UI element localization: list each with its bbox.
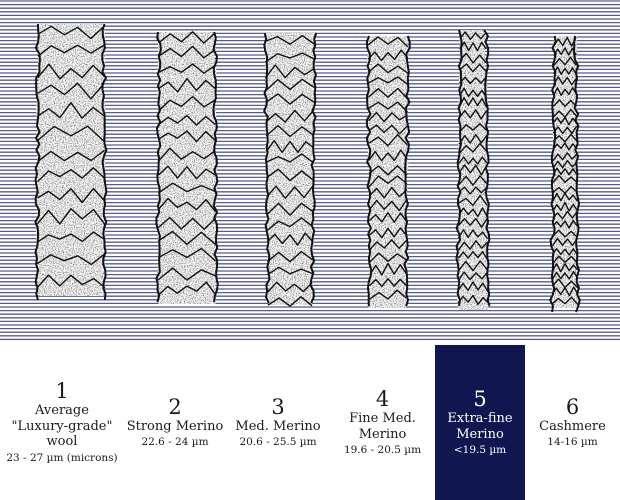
fiber-number: 2 xyxy=(168,394,182,419)
fiber-label: Fine Med. xyxy=(349,411,416,426)
fiber-micron-range: 20.6 - 25.5 µm xyxy=(239,436,317,449)
fiber-strand-3 xyxy=(263,32,318,307)
fiber-micron-range: <19.5 µm xyxy=(453,444,507,456)
fiber-number: 1 xyxy=(55,379,69,404)
fiber-label: Merino xyxy=(456,426,504,442)
fiber-strand-4 xyxy=(365,35,411,308)
fiber-number: 6 xyxy=(565,394,580,419)
fiber-strand-5 xyxy=(455,29,491,310)
fiber-label: Merino xyxy=(358,426,407,442)
fiber-strand-2 xyxy=(155,31,219,304)
fiber-label: Med. Merino xyxy=(235,418,321,434)
fiber-micron-range: 19.6 - 20.5 µm xyxy=(343,444,422,456)
fiber-label: Strong Merino xyxy=(126,418,224,434)
fiber-strand-1 xyxy=(34,23,108,301)
fiber-strand-6 xyxy=(549,35,581,313)
fiber-micron-range: 23 - 27 µm (microns) xyxy=(6,451,118,464)
fiber-number: 4 xyxy=(375,387,390,411)
fiber-illustration xyxy=(0,0,620,341)
fiber-label: Cashmere xyxy=(539,418,606,434)
fiber-micron-range: 22.6 - 24 µm xyxy=(141,436,209,449)
fiber-label: "Luxury-grade" xyxy=(11,418,113,434)
fiber-label: Extra-fine xyxy=(447,411,513,426)
fiber-number: 3 xyxy=(271,394,285,419)
fiber-label: Average xyxy=(35,403,89,419)
fiber-number: 5 xyxy=(473,387,487,411)
fiber-label: wool xyxy=(46,434,78,450)
fiber-micron-range: 14-16 µm xyxy=(547,436,598,449)
